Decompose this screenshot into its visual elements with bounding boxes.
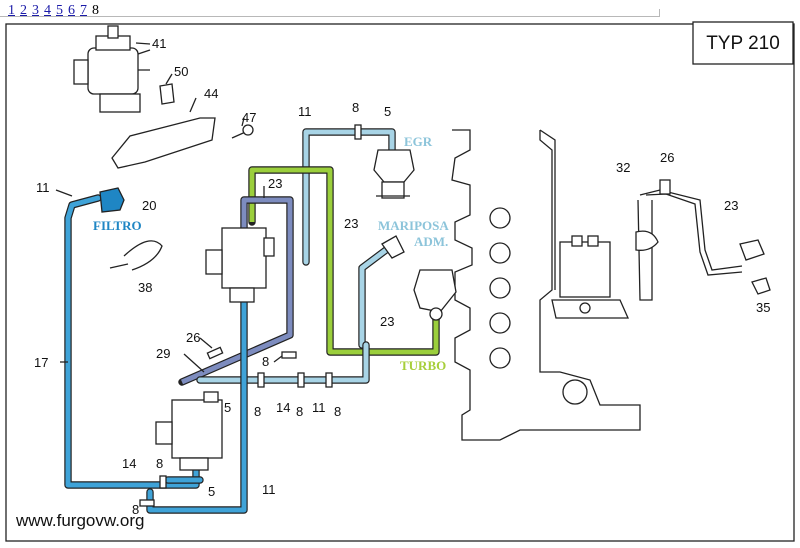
callout-41: 41 <box>152 36 166 51</box>
callout-26-right: 26 <box>660 150 674 165</box>
page-link-1[interactable]: 1 <box>8 3 15 18</box>
callout-44: 44 <box>204 86 218 101</box>
filtro-label: FILTRO <box>93 218 142 233</box>
callout-50: 50 <box>174 64 188 79</box>
callout-11-low: 11 <box>262 482 276 497</box>
callout-leaders <box>55 42 283 373</box>
part-20-filter <box>99 187 125 213</box>
filter-hose <box>64 194 200 489</box>
crank-pulley <box>562 379 588 405</box>
callout-8-bl: 8 <box>132 502 139 517</box>
part-38-strap <box>109 240 163 271</box>
callout-32: 32 <box>616 160 630 175</box>
engine-block <box>451 129 641 441</box>
callout-8-top: 8 <box>352 100 359 115</box>
callout-23-a: 23 <box>268 176 282 191</box>
callout-14-b: 14 <box>276 400 290 415</box>
page-link-4[interactable]: 4 <box>44 3 51 18</box>
page-navigation: 1 2 3 4 5 6 7 8 <box>8 2 99 20</box>
mariposa-label: MARIPOSA <box>378 218 449 233</box>
turbo-wastegate <box>413 269 457 321</box>
callout-8-mid: 8 <box>262 354 269 369</box>
part-44-bracket <box>111 117 216 169</box>
part-47-bolt <box>231 124 254 139</box>
adm-label: ADM. <box>414 234 448 249</box>
current-page-number: 8 <box>92 3 99 18</box>
callout-23-b: 23 <box>344 216 358 231</box>
callout-11-b: 11 <box>312 400 326 415</box>
callout-23-c: 23 <box>380 314 394 329</box>
injection-pump <box>551 235 630 319</box>
callout-47: 47 <box>242 110 256 125</box>
navy-hose <box>178 196 294 386</box>
part-5-egr-valve <box>373 149 415 199</box>
callout-5-low: 5 <box>208 484 215 499</box>
page-link-3[interactable]: 3 <box>32 3 39 18</box>
callout-20: 20 <box>142 198 156 213</box>
turbo-hose <box>248 166 440 356</box>
callout-8-b2: 8 <box>296 404 303 419</box>
cylinder-port <box>489 312 511 334</box>
callout-11-left: 11 <box>36 180 50 195</box>
page-link-5[interactable]: 5 <box>56 3 63 18</box>
part-50-clip <box>159 83 175 105</box>
cylinder-port <box>489 242 511 264</box>
callout-8-b1: 8 <box>254 404 261 419</box>
right-hose-assembly <box>635 179 771 301</box>
manifold-hose <box>196 341 370 384</box>
callout-23-right: 23 <box>724 198 738 213</box>
page-link-7[interactable]: 7 <box>80 3 87 18</box>
turbo-label: TURBO <box>400 358 446 373</box>
hose-connectors <box>139 124 362 507</box>
cylinder-port <box>489 207 511 229</box>
callout-8-low: 8 <box>156 456 163 471</box>
cylinder-port <box>489 277 511 299</box>
callout-38: 38 <box>138 280 152 295</box>
callout-26: 26 <box>186 330 200 345</box>
callout-14-low: 14 <box>122 456 136 471</box>
watermark-text: www.furgovw.org <box>15 511 145 530</box>
egr-label: EGR <box>404 134 433 149</box>
egr-hose <box>302 128 396 266</box>
part-41-vacuum-pump <box>73 25 151 113</box>
upper-solenoid-valve <box>205 227 275 303</box>
callout-11-top: 11 <box>298 104 312 119</box>
mariposa-fitting <box>381 235 405 259</box>
page-link-6[interactable]: 6 <box>68 3 75 18</box>
model-label: TYP 210 <box>706 33 780 54</box>
diagram-frame <box>5 23 795 542</box>
model-box <box>692 21 794 65</box>
callout-17: 17 <box>34 355 48 370</box>
callout-5-top: 5 <box>384 104 391 119</box>
callout-29: 29 <box>156 346 170 361</box>
callout-8-b3: 8 <box>334 404 341 419</box>
mariposa-hose <box>358 246 390 349</box>
lower-solenoid-valve <box>155 391 223 471</box>
page-link-2[interactable]: 2 <box>20 3 27 18</box>
callout-35: 35 <box>756 300 770 315</box>
callout-5-mid: 5 <box>224 400 231 415</box>
cylinder-port <box>489 347 511 369</box>
